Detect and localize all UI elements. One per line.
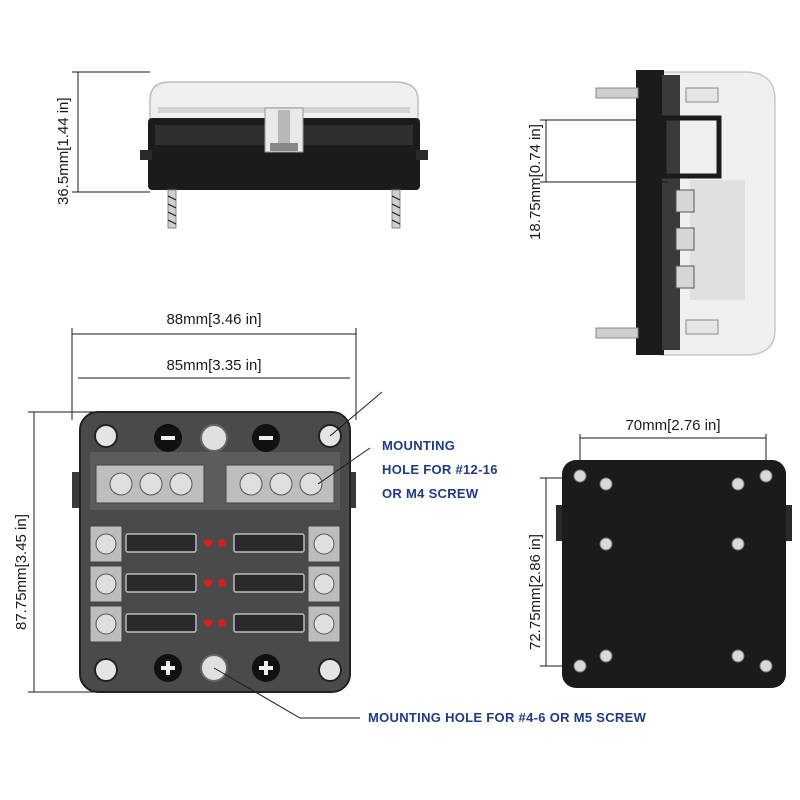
mounting-note-small-line1: MOUNTING: [382, 438, 455, 453]
overall-height-label: 87.75mm[3.45 in]: [13, 514, 30, 630]
mounting-hole-icon: [94, 424, 118, 448]
mounting-note-small-line2: HOLE FOR #12-16: [382, 462, 498, 477]
back-height-label: 72.75mm[2.86 in]: [527, 534, 544, 650]
front-height-label: 36.5mm[1.44 in]: [55, 97, 72, 205]
mounting-note-large: MOUNTING HOLE FOR #4-6 OR M5 SCREW: [368, 710, 647, 725]
back-width-label: 70mm[2.76 in]: [625, 417, 720, 434]
back-view: 70mm[2.76 in] 72.75mm[2.86 in]: [527, 417, 792, 688]
side-view: 18.75mm[0.74 in]: [527, 70, 776, 356]
mounting-note-small-line3: OR M4 SCREW: [382, 486, 479, 501]
front-view: 36.5mm[1.44 in]: [55, 71, 428, 229]
overall-width-label: 88mm[3.46 in]: [166, 311, 261, 328]
side-depth-label: 18.75mm[0.74 in]: [527, 124, 544, 240]
led-indicator-icon: [204, 539, 226, 627]
fuse-icon: [125, 533, 305, 633]
mounting-hole-icon: [318, 658, 342, 682]
top-view: 88mm[3.46 in] 85mm[3.35 in] 87.75mm[3.45…: [13, 311, 383, 719]
hole-spacing-width-label: 85mm[3.35 in]: [166, 357, 261, 374]
screw-icon: [109, 472, 323, 496]
stud-icon: [200, 424, 228, 452]
mounting-hole-icon: [94, 658, 118, 682]
